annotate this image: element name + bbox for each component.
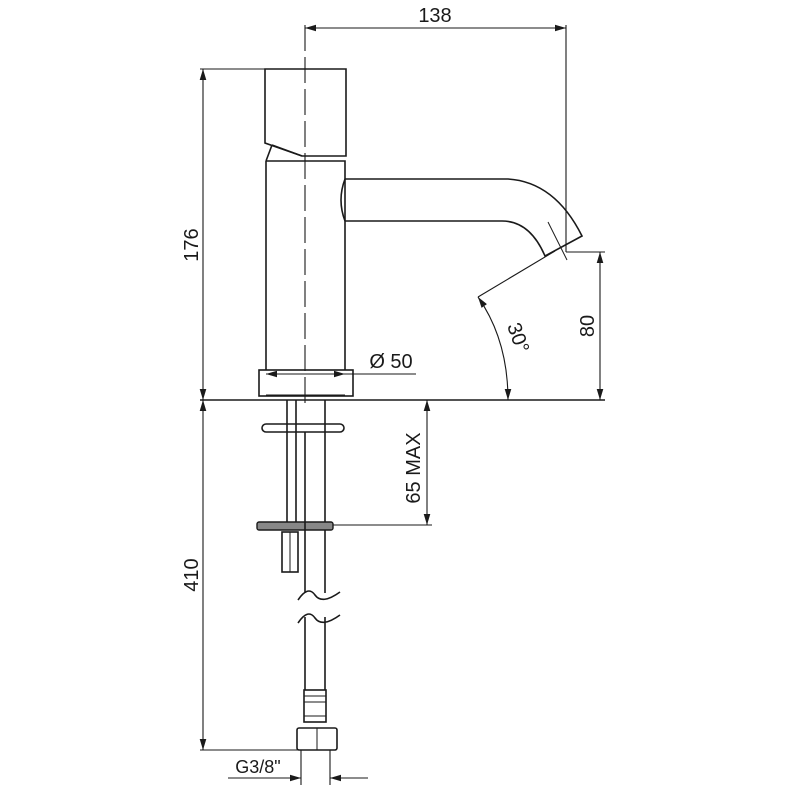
dim-label-410: 410 xyxy=(181,558,203,591)
flexible-hose xyxy=(296,432,341,751)
dimension-deck-thickness: 65 MAX xyxy=(333,400,432,526)
dimension-body-diameter: Ø 50 xyxy=(266,351,416,378)
dimension-spout-height: 80 xyxy=(566,251,605,400)
dimension-hose-length: 410 xyxy=(181,400,300,751)
knurled-handle xyxy=(264,68,347,162)
dimension-total-height: 176 xyxy=(181,68,265,400)
dimension-spout-reach: 138 xyxy=(305,5,567,252)
dim-label-65max: 65 MAX xyxy=(403,432,425,503)
mixer-body xyxy=(258,160,354,397)
dim-label-diameter: Ø 50 xyxy=(369,351,412,373)
dim-label-30deg: 30° xyxy=(502,320,533,356)
dim-label-176: 176 xyxy=(181,228,203,261)
spout xyxy=(340,178,584,261)
mounting-assembly xyxy=(256,400,345,573)
dim-label-thread: G3/8" xyxy=(235,757,280,777)
dim-label-80: 80 xyxy=(577,315,599,337)
dimension-spout-angle: 30° xyxy=(477,250,556,401)
dimension-connection-thread: G3/8" xyxy=(228,750,368,785)
dim-label-138: 138 xyxy=(418,5,451,27)
